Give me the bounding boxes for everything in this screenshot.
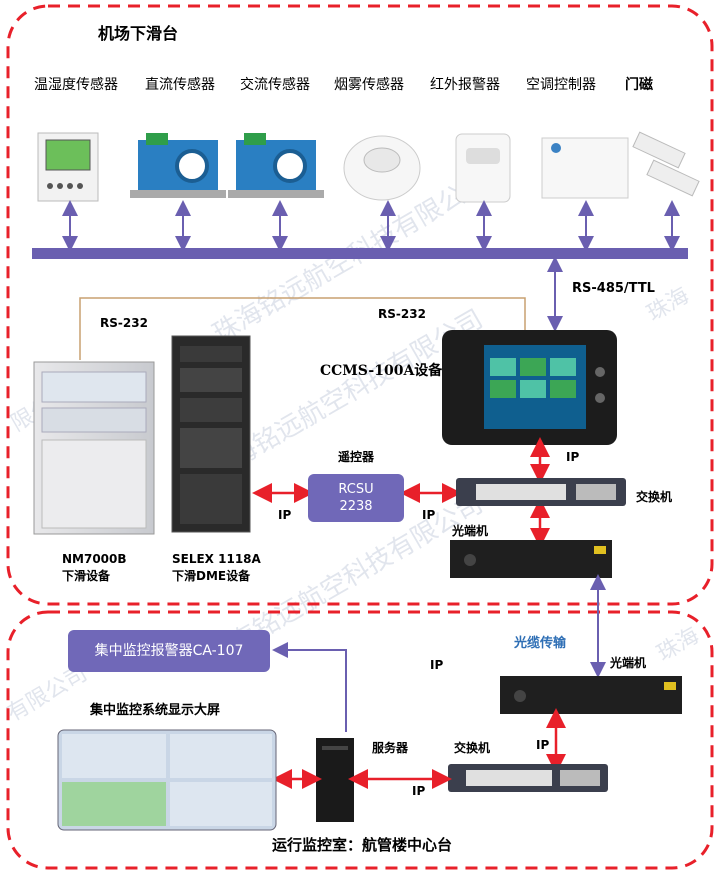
optical-bottom-label: 光端机 bbox=[610, 656, 647, 670]
device-label-ac-controller: 空调控制器 bbox=[526, 77, 596, 93]
fiber-label: 光缆传输 bbox=[514, 636, 567, 651]
temp-humidity-sensor-image bbox=[37, 132, 99, 202]
ip-label: IP bbox=[566, 450, 580, 464]
display-wall-image bbox=[57, 729, 277, 831]
ip-label: IP bbox=[278, 508, 292, 522]
ac-sensor-image bbox=[228, 133, 324, 198]
optical-terminal-bottom-image bbox=[500, 676, 682, 714]
top-region-border bbox=[6, 4, 714, 606]
remote-control-label: 遥控器 bbox=[338, 450, 375, 464]
bottom-region-border bbox=[6, 610, 714, 870]
nm7000b-cabinet-image bbox=[33, 361, 155, 535]
switch-bottom-image bbox=[448, 764, 608, 792]
ip-label: IP bbox=[412, 784, 426, 798]
ac-controller-image bbox=[541, 137, 629, 199]
bus-bar bbox=[32, 248, 688, 259]
ip-label: IP bbox=[430, 658, 444, 672]
device-label-ac: 交流传感器 bbox=[240, 77, 310, 93]
device-label-infrared: 红外报警器 bbox=[430, 77, 500, 93]
bus-label: RS-485/TTL bbox=[572, 281, 655, 296]
switch-bottom-label: 交换机 bbox=[454, 741, 491, 755]
device-label-smoke: 烟雾传感器 bbox=[334, 77, 404, 93]
alarm-box: 集中监控报警器CA-107 bbox=[68, 630, 270, 672]
server-image bbox=[316, 738, 354, 822]
rcsu-line2: 2238 bbox=[339, 499, 373, 514]
screen-label: 集中监控系统显示大屏 bbox=[90, 703, 221, 718]
infrared-alarm-image bbox=[455, 133, 511, 203]
device-label-door: 门磁 bbox=[625, 77, 653, 93]
smoke-sensor-image bbox=[343, 135, 421, 201]
rcsu-line1: RCSU bbox=[338, 482, 374, 497]
rcsu-box: RCSU 2238 bbox=[308, 474, 404, 522]
server-label: 服务器 bbox=[372, 741, 409, 755]
top-section-title: 机场下滑台 bbox=[98, 24, 179, 43]
dc-sensor-image bbox=[130, 133, 226, 198]
ccms-device-image bbox=[442, 330, 617, 445]
nm7000-label-line2: 下滑设备 bbox=[62, 569, 111, 583]
device-label-temp-humidity: 温湿度传感器 bbox=[34, 77, 118, 93]
door-magnet-image bbox=[632, 131, 700, 197]
selex-label-line1: SELEX 1118A bbox=[172, 552, 261, 566]
optical-terminal-top-image bbox=[450, 540, 612, 578]
ip-label: IP bbox=[536, 738, 550, 752]
rs232-right-label: RS-232 bbox=[378, 307, 426, 321]
nm7000-label-line1: NM7000B bbox=[62, 552, 127, 566]
selex-cabinet-image bbox=[171, 335, 251, 533]
switch-top-image bbox=[456, 478, 626, 506]
device-label-dc: 直流传感器 bbox=[145, 77, 215, 93]
selex-label-line2: 下滑DME设备 bbox=[172, 569, 251, 583]
ip-label: IP bbox=[422, 508, 436, 522]
bottom-section-title: 运行监控室：航管楼中心台 bbox=[272, 836, 453, 854]
switch-top-label: 交换机 bbox=[636, 490, 673, 504]
optical-top-label: 光端机 bbox=[452, 524, 489, 538]
rs232-left-label: RS-232 bbox=[100, 316, 148, 330]
ccms-label: CCMS-100A设备 bbox=[320, 363, 443, 379]
